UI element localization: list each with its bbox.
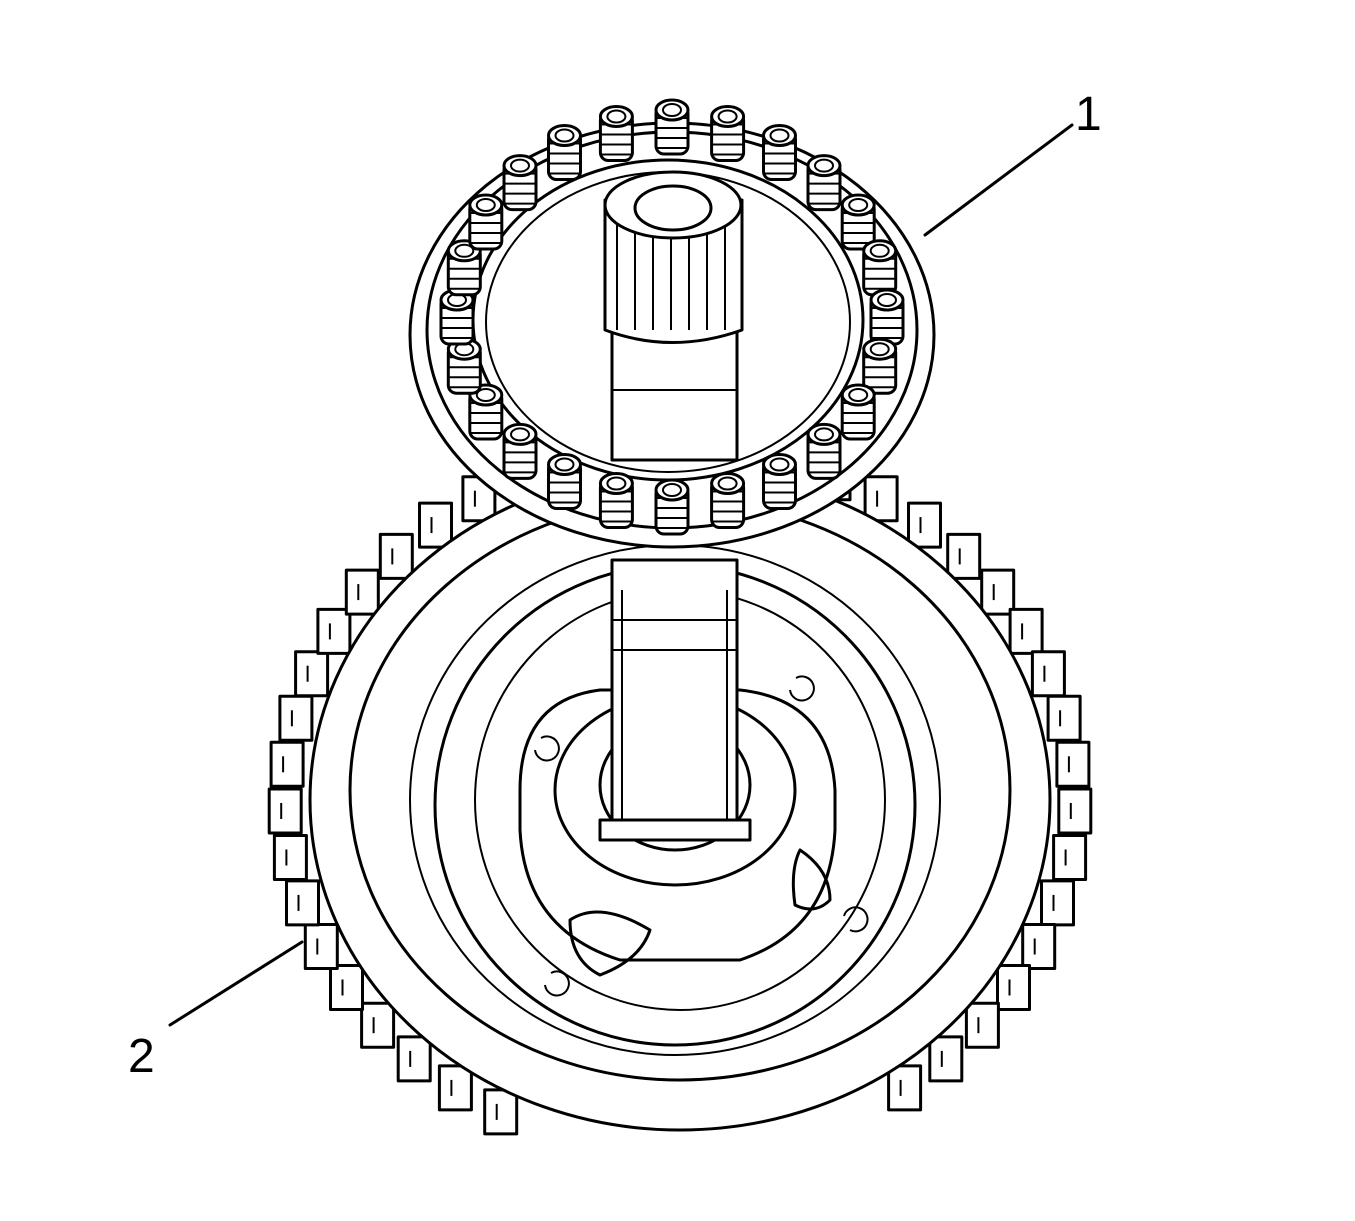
drum-tooth xyxy=(996,964,1031,1011)
return-spring xyxy=(598,105,634,162)
drum-tooth xyxy=(1052,834,1088,881)
shaft-collar xyxy=(598,818,752,842)
return-spring xyxy=(598,472,634,529)
callout-label-1: 1 xyxy=(1075,88,1102,141)
hub-lobe-right xyxy=(791,848,832,911)
drum-tooth xyxy=(278,694,314,742)
drum-tooth xyxy=(269,740,305,788)
input-shaft xyxy=(598,558,752,842)
return-spring xyxy=(446,337,482,395)
drum-tooth xyxy=(329,964,364,1011)
return-spring xyxy=(862,337,898,395)
drum-tooth xyxy=(378,532,414,580)
drum-tooth xyxy=(272,834,308,881)
drum-tooth xyxy=(437,1064,473,1112)
drum-tooth xyxy=(344,568,380,616)
return-spring xyxy=(806,422,842,480)
return-spring xyxy=(762,453,797,510)
drum-tooth xyxy=(887,1064,923,1112)
leader-line-2 xyxy=(168,940,304,1027)
bolt-hole-icon xyxy=(544,970,570,997)
drum-tooth xyxy=(1021,923,1057,970)
return-spring xyxy=(439,288,475,346)
return-spring xyxy=(468,383,504,441)
drum-tooth xyxy=(483,1088,519,1136)
return-spring xyxy=(547,124,582,181)
return-springs xyxy=(439,98,905,536)
drum-tooth xyxy=(907,501,942,549)
drum-tooth xyxy=(863,475,899,523)
return-spring xyxy=(547,453,582,510)
return-spring xyxy=(840,383,876,441)
drum-tooth xyxy=(294,650,330,698)
shaft-end-face xyxy=(603,170,743,240)
return-spring xyxy=(710,105,746,162)
shaft-end-bore xyxy=(633,184,713,232)
drum-tooth xyxy=(396,1035,432,1083)
callout-2: 2 xyxy=(128,940,304,1083)
hub-lobe-left xyxy=(568,910,652,977)
bolt-hole-icon xyxy=(534,735,560,762)
drum-tooth xyxy=(1008,607,1044,655)
return-spring xyxy=(468,193,504,251)
drum-tooth xyxy=(946,532,982,580)
return-spring xyxy=(446,239,482,297)
leader-line-1 xyxy=(923,123,1074,237)
return-spring xyxy=(806,154,842,212)
return-spring xyxy=(840,193,876,251)
drum-tooth xyxy=(267,787,303,835)
bolt-hole-icon xyxy=(843,906,869,933)
drum-tooth xyxy=(1030,650,1066,698)
callout-label-2: 2 xyxy=(128,1030,155,1083)
return-spring xyxy=(502,154,538,212)
drum-tooth xyxy=(418,501,453,549)
drum-tooth xyxy=(1057,787,1093,835)
return-spring xyxy=(654,98,690,156)
return-spring xyxy=(654,478,690,536)
return-spring xyxy=(869,288,905,346)
drum-tooth xyxy=(303,923,339,970)
shaft-lower xyxy=(610,558,739,832)
return-spring xyxy=(862,239,898,297)
piston-spring-assembly xyxy=(408,98,936,549)
drum-tooth xyxy=(964,1001,1000,1049)
drum-tooth xyxy=(360,1001,396,1049)
drum-tooth xyxy=(1055,740,1091,788)
drum-tooth xyxy=(285,879,320,927)
drum-spline-teeth xyxy=(267,454,1093,1136)
callout-1: 1 xyxy=(923,88,1102,237)
drum-tooth xyxy=(1040,879,1075,927)
bolt-hole-icon xyxy=(789,675,815,702)
return-spring xyxy=(762,124,797,181)
drum-tooth xyxy=(316,607,352,655)
drum-tooth xyxy=(980,568,1016,616)
drum-tooth xyxy=(928,1035,964,1083)
drum-tooth xyxy=(1046,694,1082,742)
return-spring xyxy=(710,472,746,529)
return-spring xyxy=(502,422,538,480)
